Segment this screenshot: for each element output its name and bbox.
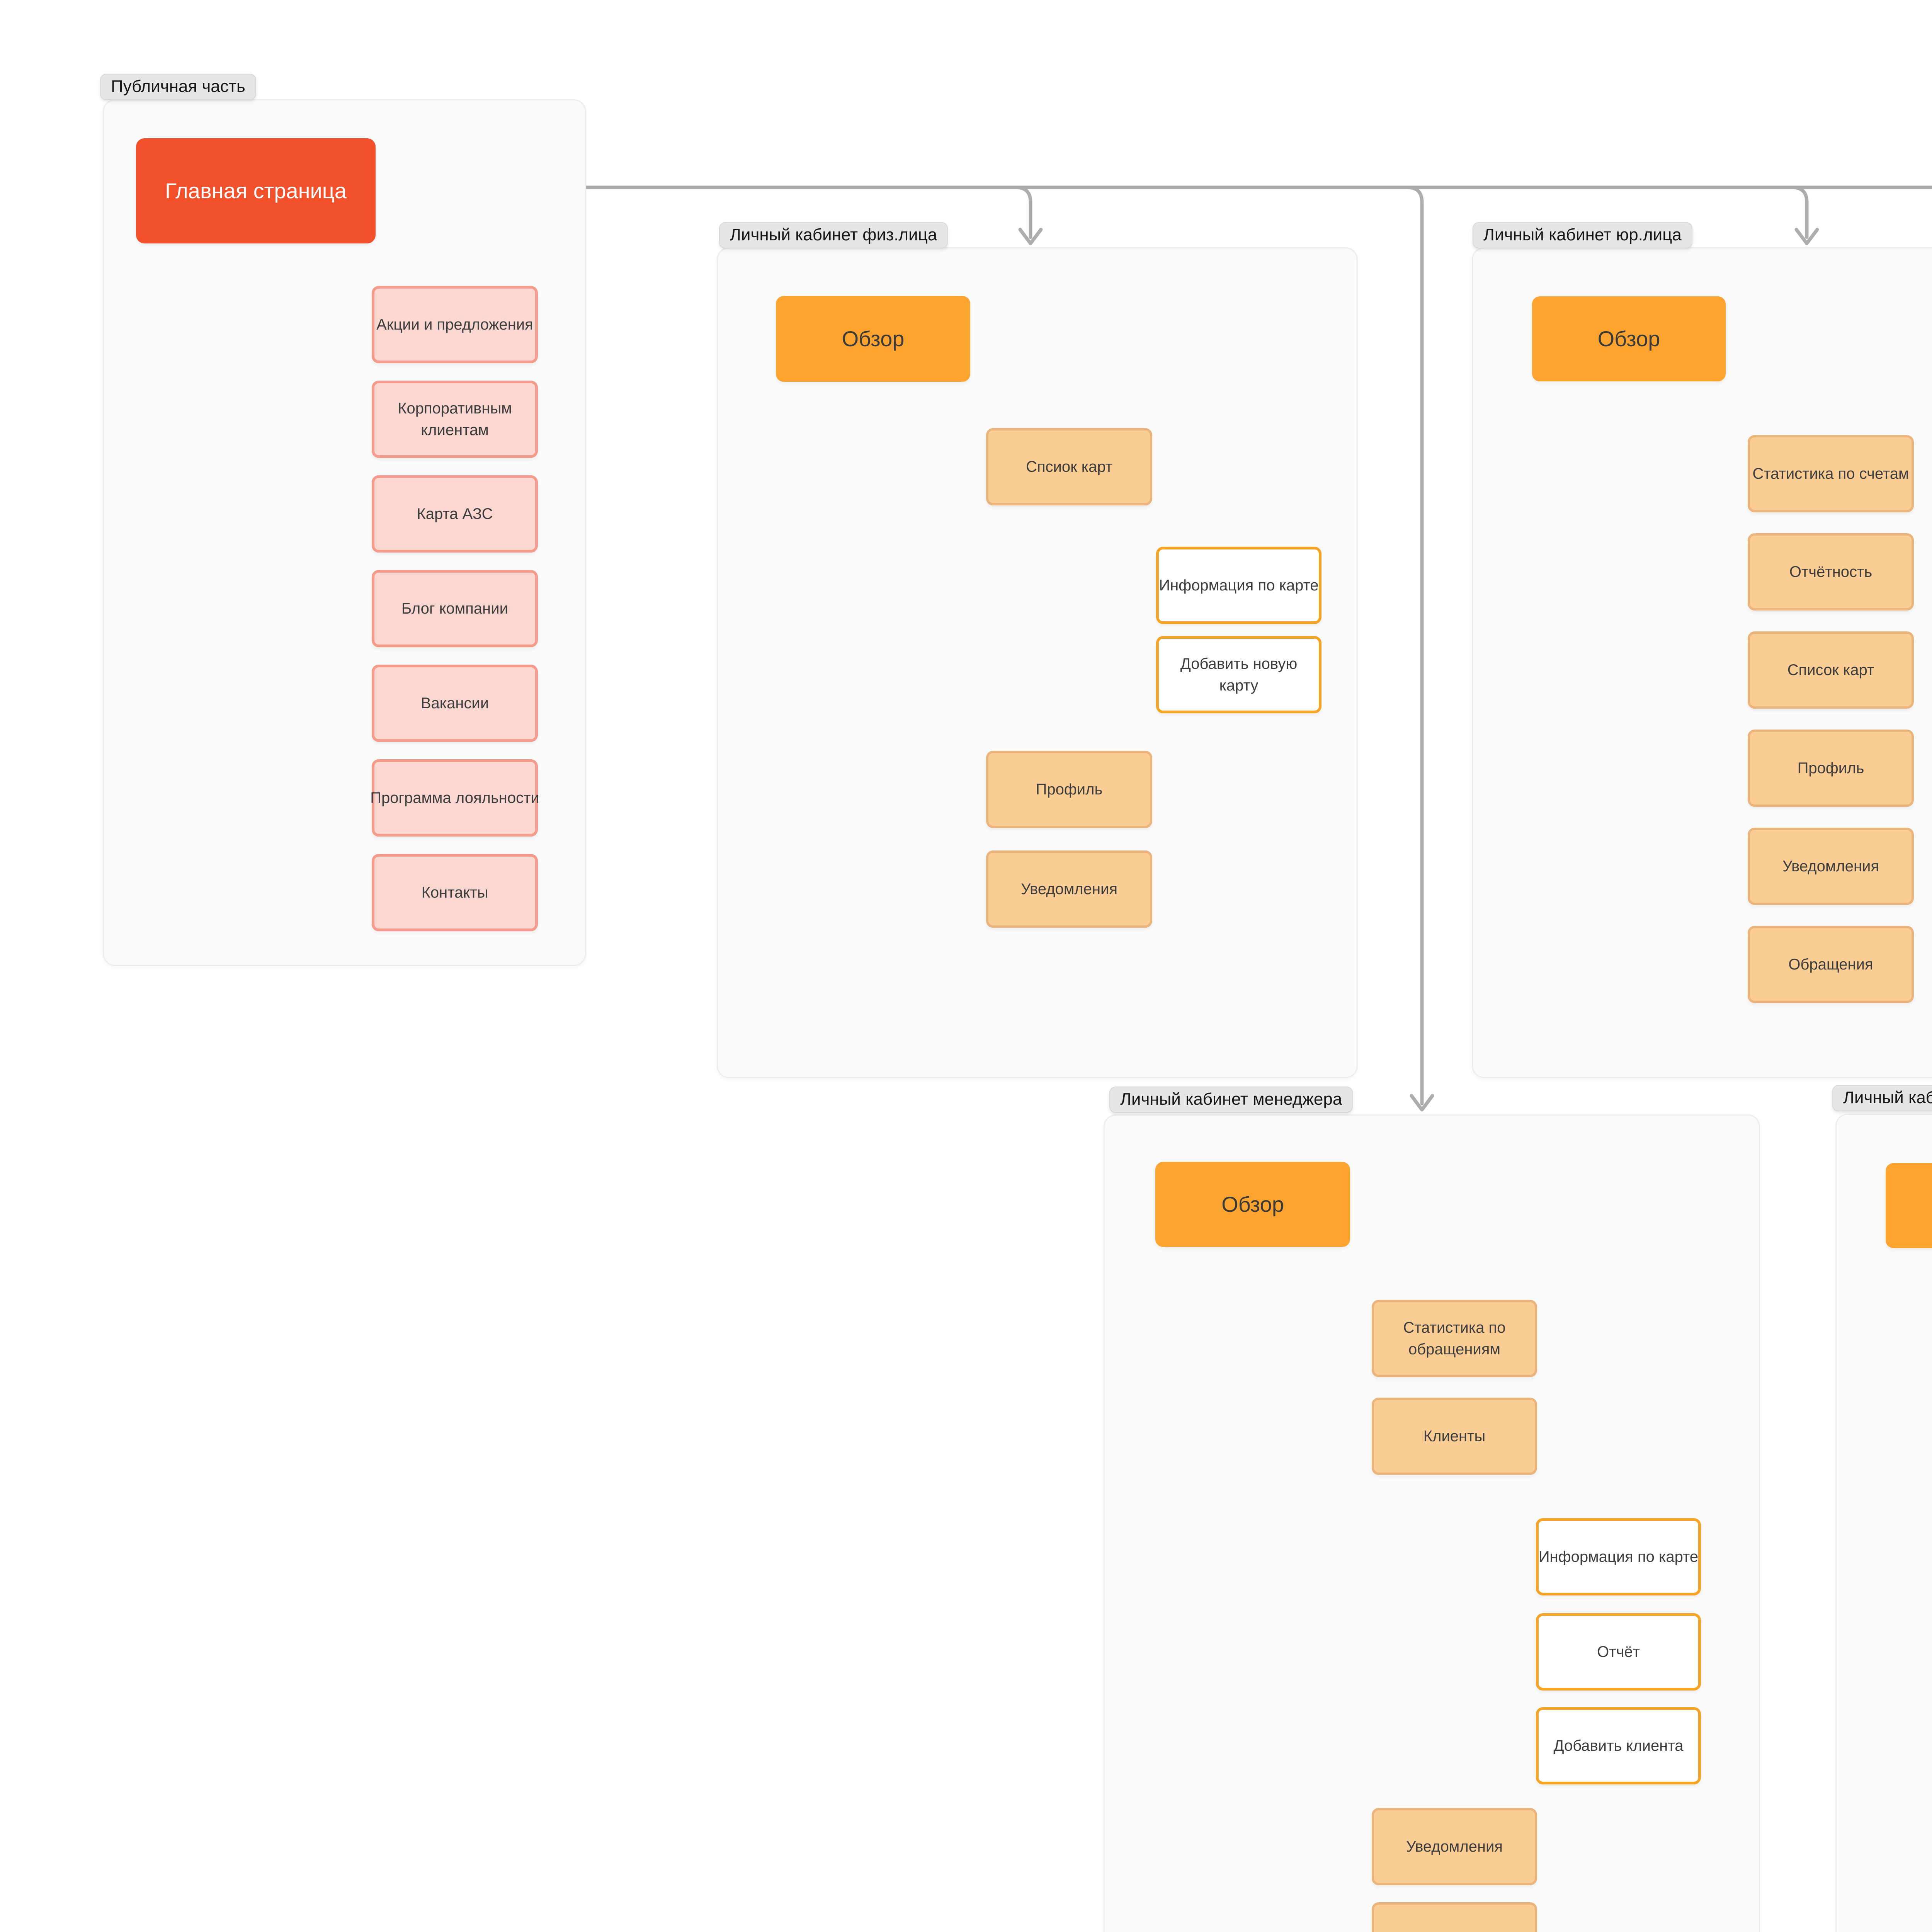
node-loyalty-program[interactable]: Программа лояльности [370, 759, 539, 837]
frame-label-marketer-account: Личный кабинет маркетолога [1832, 1085, 1932, 1111]
frame-label-public: Публичная часть [100, 74, 256, 100]
frame-label-manager-account: Личный кабинет менеджера [1109, 1087, 1353, 1113]
node-notifications-individual[interactable]: Уведомления [986, 850, 1152, 928]
node-profile-individual[interactable]: Профиль [986, 751, 1152, 828]
node-profile-legal[interactable]: Профиль [1748, 730, 1914, 807]
node-notifications-manager[interactable]: Уведомления [1372, 1808, 1537, 1885]
root-node-main-page[interactable]: Главная страница [136, 138, 376, 243]
root-node-overview-legal[interactable]: Обзор [1532, 296, 1726, 381]
node-notifications-legal[interactable]: Уведомления [1748, 828, 1914, 905]
node-card-list-legal[interactable]: Список карт [1748, 631, 1914, 709]
node-account-stats[interactable]: Статистика по счетам [1748, 435, 1914, 512]
node-reporting[interactable]: Отчётность [1748, 533, 1914, 611]
root-node-overview-marketer[interactable]: Обзор [1886, 1163, 1932, 1248]
node-clients[interactable]: Клиенты [1372, 1398, 1537, 1475]
frame-marketer-account [1835, 1114, 1932, 1932]
node-promos[interactable]: Акции и предложения [372, 286, 538, 363]
node-request-stats[interactable]: Статистика по обращениям [1372, 1300, 1537, 1377]
node-add-client[interactable]: Добавить клиента [1536, 1707, 1701, 1784]
node-vacancies[interactable]: Вакансии [372, 665, 538, 742]
node-card-list-individual[interactable]: Спсиок карт [986, 428, 1152, 505]
frame-label-legal-account: Личный кабинет юр.лица [1473, 222, 1692, 248]
node-card-info-manager[interactable]: Информация по карте [1536, 1518, 1701, 1595]
node-corporate-clients[interactable]: Корпоративным клиентам [372, 381, 538, 458]
frame-label-individual-account: Личный кабинет физ.лица [719, 222, 948, 248]
node-card-info-individual[interactable]: Информация по карте [1156, 547, 1321, 624]
node-report[interactable]: Отчёт [1536, 1613, 1701, 1690]
node-surveys-manager[interactable]: Опросы [1372, 1902, 1537, 1932]
root-node-overview-manager[interactable]: Обзор [1155, 1162, 1350, 1247]
root-node-overview-individual[interactable]: Обзор [776, 296, 970, 382]
node-company-blog[interactable]: Блог компании [372, 570, 538, 647]
node-add-new-card[interactable]: Добавить новую карту [1156, 636, 1321, 713]
node-gas-station-map[interactable]: Карта АЗС [372, 475, 538, 553]
node-contacts[interactable]: Контакты [372, 854, 538, 931]
node-requests-legal[interactable]: Обращения [1748, 926, 1914, 1003]
